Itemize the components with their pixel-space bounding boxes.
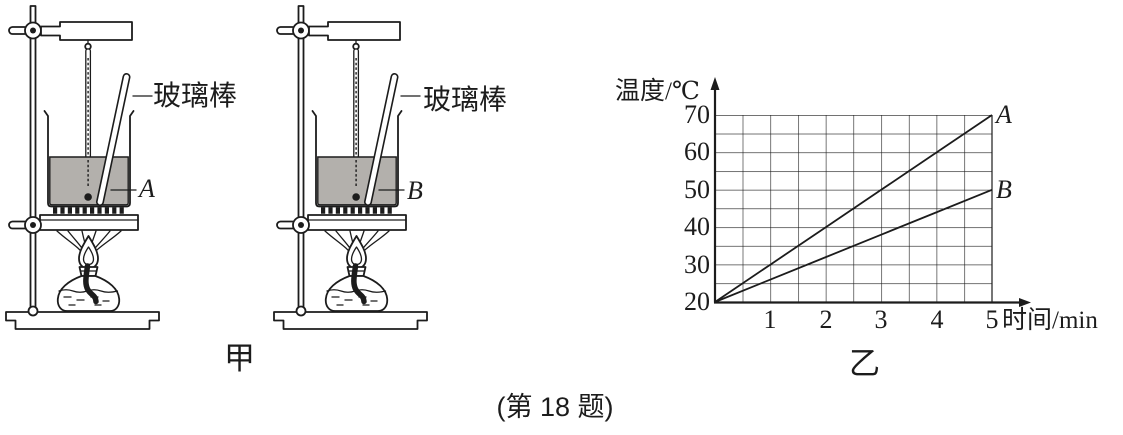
series-line-A <box>714 114 993 303</box>
x-axis-arrow <box>1019 298 1031 307</box>
x-tick-2: 2 <box>819 305 833 334</box>
caption-jia: 甲 <box>224 341 255 376</box>
apparatus-setup-a <box>6 6 159 329</box>
y-tick-70: 70 <box>684 100 710 129</box>
x-tick-1: 1 <box>763 305 777 334</box>
liquid-label-b: B <box>407 176 423 205</box>
x-tick-3: 3 <box>874 305 888 334</box>
y-tick-60: 60 <box>684 137 710 166</box>
y-tick-40: 40 <box>684 212 710 241</box>
x-tick-5: 5 <box>985 305 999 334</box>
series-line-B <box>714 188 993 303</box>
series-lines <box>714 114 993 303</box>
graph <box>710 77 1031 307</box>
y-tick-30: 30 <box>684 250 710 279</box>
figure-caption: (第 18 题) <box>496 392 614 422</box>
glass-rod-label-b: 玻璃棒 <box>423 85 508 116</box>
liquid-label-a: A <box>139 174 155 203</box>
y-axis-label: 温度/℃ <box>615 78 700 105</box>
glass-rod-label-a: 玻璃棒 <box>153 81 238 112</box>
caption-yi: 乙 <box>849 346 880 381</box>
x-axis-label: 时间/min <box>1002 307 1098 334</box>
y-tick-20: 20 <box>684 287 710 316</box>
series-label-a: A <box>996 100 1012 129</box>
apparatus-setup-b <box>274 6 427 329</box>
x-tick-4: 4 <box>930 305 944 334</box>
y-tick-50: 50 <box>684 175 710 204</box>
series-label-b: B <box>996 175 1012 204</box>
y-axis-arrow <box>710 77 720 90</box>
